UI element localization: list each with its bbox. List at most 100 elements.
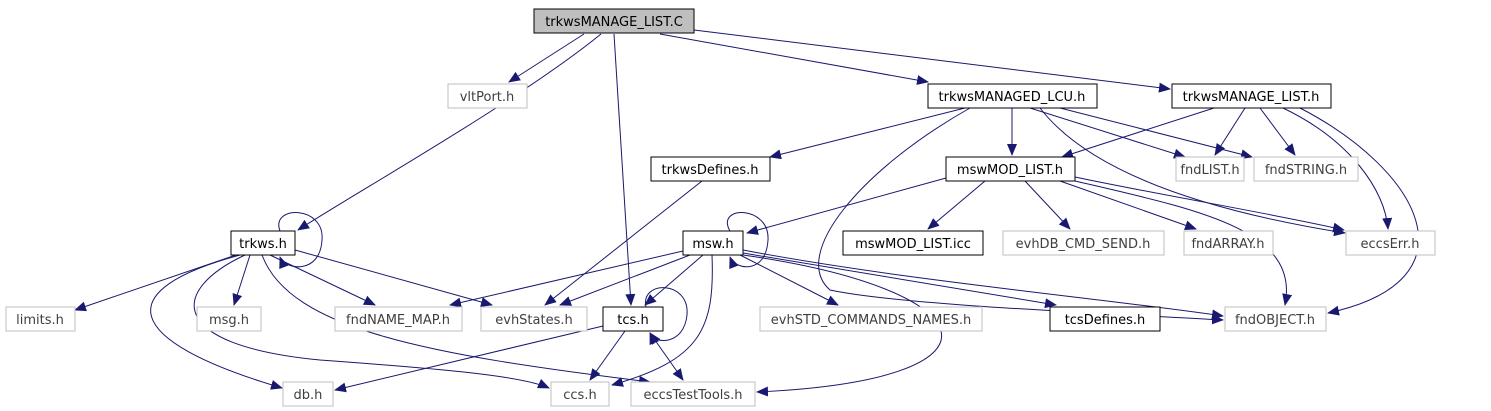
- edge-line: [294, 249, 493, 307]
- node-trkwsdefines-h[interactable]: trkwsDefines.h: [650, 156, 771, 182]
- node-msg-h[interactable]: msg.h: [196, 306, 262, 332]
- node-label: db.h: [294, 388, 323, 403]
- node-mswmod-list-icc[interactable]: mswMOD_LIST.icc: [842, 230, 984, 256]
- node-trkwsmanaged-lcu-h[interactable]: trkwsMANAGED_LCU.h: [927, 83, 1098, 109]
- node-label: msg.h: [209, 313, 249, 328]
- node-box: [650, 156, 771, 182]
- edge-line: [693, 29, 1171, 93]
- node-label: trkwsMANAGE_LIST.h: [1183, 90, 1320, 105]
- node-label: tcsDefines.h: [1065, 313, 1146, 328]
- edge-line: [927, 180, 986, 230]
- edge-line: [261, 254, 651, 386]
- edge-line: [611, 254, 713, 387]
- edge-msw-to-tcs: [644, 254, 704, 306]
- edge-line: [742, 249, 1224, 320]
- node-label: ccs.h: [563, 388, 596, 403]
- edge-line: [1059, 107, 1253, 160]
- node-box: [282, 381, 334, 407]
- edge-trkws-to-fndname-map: [269, 254, 376, 306]
- node-fndlist-h[interactable]: fndLIST.h: [1175, 156, 1245, 182]
- edge-line: [297, 33, 602, 231]
- edge-line: [613, 33, 636, 306]
- edge-line: [1074, 176, 1345, 233]
- node-box: [533, 8, 695, 34]
- node-label: mswMOD_LIST.icc: [855, 237, 971, 252]
- node-box: [1175, 156, 1245, 182]
- node-label: limits.h: [16, 313, 64, 328]
- edge-root-to-managed-lcu: [659, 33, 929, 85]
- edge-trkwsdefines-to-evhstates: [544, 180, 703, 306]
- node-trkws-h[interactable]: trkws.h: [230, 230, 296, 256]
- node-fndarray-h[interactable]: fndARRAY.h: [1183, 230, 1274, 256]
- node-box: [602, 306, 664, 332]
- edge-manage-list-h-to-eccserr: [1282, 107, 1393, 230]
- node-label: eccsErr.h: [1361, 237, 1420, 252]
- node-label: vltPort.h: [460, 90, 515, 105]
- edge-tcs-eccstesttools: [649, 332, 684, 381]
- node-label: tcs.h: [617, 313, 648, 328]
- edge-msw-to-ccs: [611, 254, 713, 387]
- edge-line: [1059, 180, 1197, 231]
- node-msw-h[interactable]: msw.h: [682, 230, 744, 256]
- node-eccserr-h[interactable]: eccsErr.h: [1345, 230, 1436, 256]
- node-label: fndARRAY.h: [1191, 237, 1264, 252]
- node-trkwsmanage-list-h[interactable]: trkwsMANAGE_LIST.h: [1171, 83, 1332, 109]
- edge-msw-to-evhstates: [559, 254, 691, 306]
- edge-line: [589, 330, 626, 381]
- node-fndstring-h[interactable]: fndSTRING.h: [1253, 156, 1359, 182]
- node-trkwsmanage-list-c[interactable]: trkwsMANAGE_LIST.C: [533, 8, 695, 34]
- edge-line: [232, 254, 251, 306]
- node-eccstesttools-h[interactable]: eccsTestTools.h: [630, 381, 756, 407]
- edge-line: [1259, 107, 1296, 156]
- node-box: [842, 230, 984, 256]
- node-box: [1224, 306, 1327, 332]
- edge-line: [727, 212, 769, 270]
- node-db-h[interactable]: db.h: [282, 381, 334, 407]
- node-label: evhStates.h: [495, 313, 573, 328]
- node-label: fndNAME_MAP.h: [346, 313, 450, 328]
- edge-trkws-to-eccstesttools: [261, 254, 651, 386]
- edge-trkws-to-msg: [232, 254, 251, 306]
- edge-managed-lcu-to-fndobject: [818, 107, 1224, 325]
- node-ccs-h[interactable]: ccs.h: [550, 381, 610, 407]
- node-label: evhSTD_COMMANDS_NAMES.h: [771, 313, 971, 328]
- node-tcsdefines-h[interactable]: tcsDefines.h: [1049, 306, 1161, 332]
- edge-manage-list-h-to-fndobject: [1299, 107, 1420, 316]
- edge-line: [544, 180, 703, 306]
- node-vltport-h[interactable]: vltPort.h: [447, 83, 528, 109]
- node-limits-h[interactable]: limits.h: [5, 306, 76, 332]
- node-fndobject-h[interactable]: fndOBJECT.h: [1224, 306, 1327, 332]
- node-box: [480, 306, 588, 332]
- edge-managed-lcu-to-eccserr: [1039, 107, 1346, 237]
- node-box: [1171, 83, 1332, 109]
- edge-msw-to-evhstd: [739, 254, 839, 306]
- edge-msw-to-eccstesttools: [742, 254, 943, 397]
- edge-trkws-to-evhstates: [294, 249, 493, 307]
- node-label: trkwsMANAGED_LCU.h: [939, 90, 1086, 105]
- node-evhdb-cmd-send-h[interactable]: evhDB_CMD_SEND.h: [1002, 230, 1165, 256]
- node-evhstd-commands-names-h[interactable]: evhSTD_COMMANDS_NAMES.h: [759, 306, 983, 332]
- edge-managed-lcu-to-fndstring: [1059, 107, 1253, 160]
- node-fndname-map-h[interactable]: fndNAME_MAP.h: [334, 306, 463, 332]
- edge-msw-to-fndobject: [742, 249, 1224, 320]
- node-label: trkwsMANAGE_LIST.C: [545, 15, 683, 30]
- node-tcs-h[interactable]: tcs.h: [602, 306, 664, 332]
- node-box: [759, 306, 983, 332]
- edge-mswmodlist-to-icc: [927, 180, 986, 230]
- include-edges: [74, 29, 1420, 397]
- node-evhstates-h[interactable]: evhStates.h: [480, 306, 588, 332]
- edge-line: [508, 33, 585, 83]
- node-mswmod-list-h[interactable]: mswMOD_LIST.h: [945, 156, 1076, 182]
- edge-root-to-manage-list-h: [693, 29, 1171, 93]
- node-box: [1002, 230, 1165, 256]
- edge-line: [193, 254, 550, 389]
- edge-root-to-vltport: [508, 33, 585, 83]
- edge-line: [649, 332, 684, 381]
- node-label: fndSTRING.h: [1265, 163, 1347, 178]
- node-box: [945, 156, 1076, 182]
- edge-line: [1282, 107, 1393, 230]
- node-box: [682, 230, 744, 256]
- edge-managed-lcu-to-trkwsdefines: [769, 107, 966, 160]
- edge-line: [739, 254, 839, 306]
- node-box: [1049, 306, 1161, 332]
